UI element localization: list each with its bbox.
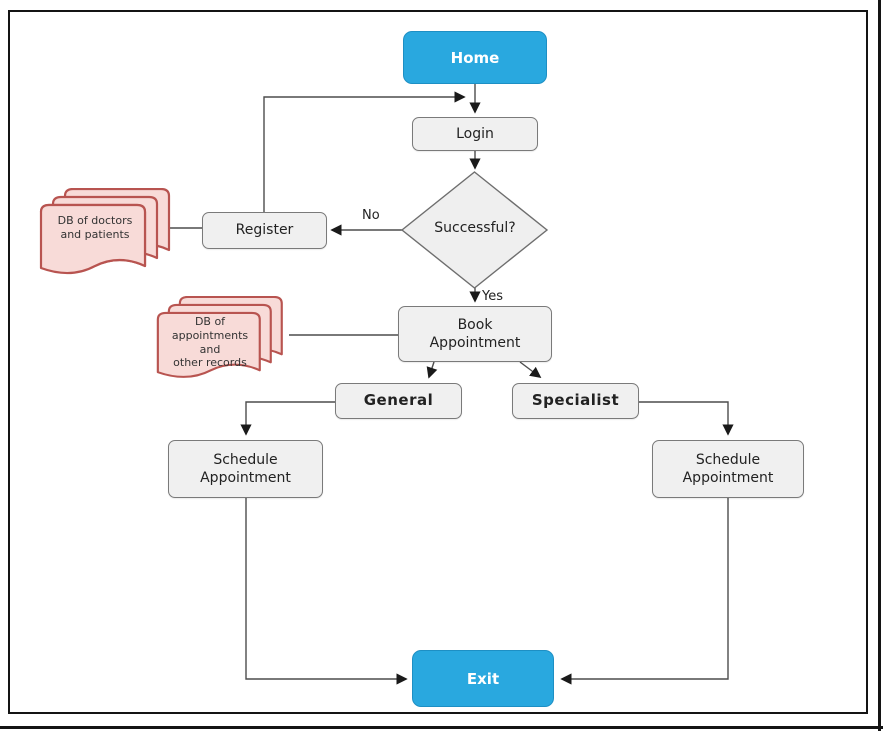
successful-label: Successful? [434, 220, 516, 236]
db-appointments-label: DB of appointments and other records [171, 315, 249, 370]
edge-general-to-schedule-left [240, 401, 335, 436]
edge-specialist-to-schedule-right [639, 401, 734, 436]
db-doctors-shape[interactable]: DB of doctors and patients [33, 188, 178, 290]
register-node[interactable]: Register [202, 212, 327, 249]
login-node[interactable]: Login [412, 117, 538, 151]
db-appointments-documents-icon [156, 296, 283, 378]
edge-schedule-right-to-exit [560, 498, 729, 685]
login-label: Login [456, 125, 494, 142]
book-appointment-label: Book Appointment [429, 316, 521, 351]
specialist-node[interactable]: Specialist [512, 383, 639, 419]
book-appointment-node[interactable]: Book Appointment [398, 306, 552, 362]
db-doctors-documents-icon [39, 188, 171, 275]
edge-label-yes: Yes [482, 289, 503, 304]
window-bottom-edge [0, 726, 883, 729]
general-node[interactable]: General [335, 383, 462, 419]
successful-decision-diamond[interactable] [400, 171, 549, 289]
specialist-label: Specialist [531, 391, 620, 410]
edge-schedule-left-to-exit [245, 498, 408, 685]
exit-label: Exit [466, 669, 500, 688]
exit-button[interactable]: Exit [412, 650, 554, 707]
schedule-appointment-right-label: Schedule Appointment [682, 451, 774, 486]
edge-label-no: No [362, 208, 380, 223]
db-appointments-shape[interactable]: DB of appointments and other records [150, 296, 292, 394]
diagram-frame [8, 10, 868, 714]
register-label: Register [235, 222, 294, 239]
db-doctors-label: DB of doctors and patients [57, 214, 133, 241]
schedule-appointment-left-node[interactable]: Schedule Appointment [168, 440, 323, 498]
general-label: General [363, 391, 434, 410]
schedule-appointment-left-label: Schedule Appointment [200, 451, 291, 486]
schedule-appointment-right-node[interactable]: Schedule Appointment [652, 440, 804, 498]
window-right-edge [878, 0, 881, 731]
home-label: Home [450, 48, 500, 67]
edge-book-to-general [426, 361, 438, 379]
home-button[interactable]: Home [403, 31, 547, 84]
edge-book-to-specialist [519, 361, 542, 379]
edge-register-to-login-junction [263, 91, 466, 212]
